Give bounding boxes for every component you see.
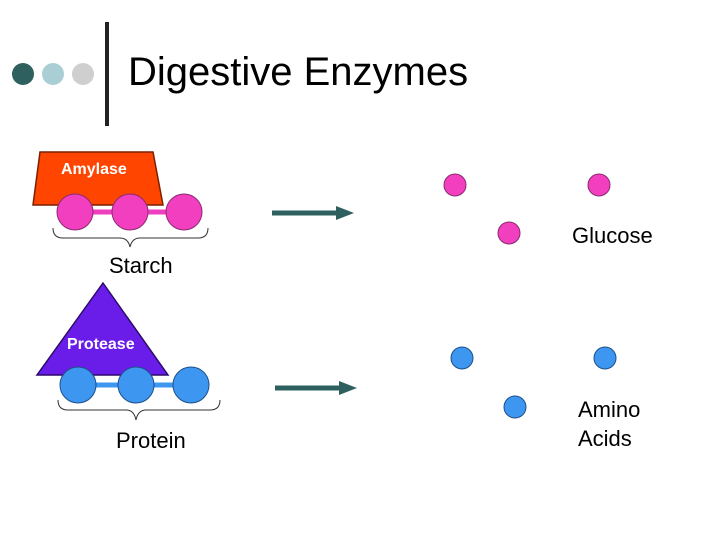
protein-amino-unit xyxy=(117,366,155,404)
protease-label: Protease xyxy=(67,336,135,353)
amino-acid-molecule xyxy=(593,346,617,370)
glucose-molecule xyxy=(587,173,611,197)
protein-amino-unit xyxy=(59,366,97,404)
protein-amino-unit xyxy=(172,366,210,404)
protein-label: Protein xyxy=(116,428,186,453)
protease-enzyme-shape xyxy=(35,281,170,376)
title-bullet-grey xyxy=(72,63,94,85)
starch-glucose-unit xyxy=(111,193,149,231)
amylase-label: Amylase xyxy=(61,161,127,178)
starch-brace xyxy=(52,227,209,248)
glucose-molecule xyxy=(497,221,521,245)
reaction-arrow-head xyxy=(339,381,357,395)
glucose-label: Glucose xyxy=(572,223,653,248)
starch-label: Starch xyxy=(109,253,173,278)
amino-acid-molecule xyxy=(450,346,474,370)
amino-acids-label-line1: Amino xyxy=(578,397,641,422)
protein-brace xyxy=(57,399,221,421)
amino-acid-molecule xyxy=(503,395,527,419)
title-divider xyxy=(105,22,109,126)
glucose-molecule xyxy=(443,173,467,197)
amino-acids-label-line2: Acids xyxy=(578,426,632,451)
amylase-enzyme-shape xyxy=(32,151,164,206)
title-bullet-light xyxy=(42,63,64,85)
starch-glucose-unit xyxy=(165,193,203,231)
reaction-arrow-head xyxy=(336,206,354,220)
title-bullet-dark xyxy=(12,63,34,85)
starch-glucose-unit xyxy=(56,193,94,231)
page-title: Digestive Enzymes xyxy=(128,50,469,94)
